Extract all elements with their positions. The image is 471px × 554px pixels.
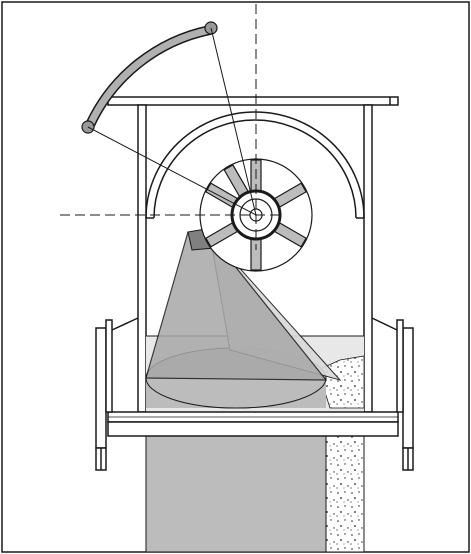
swing-arc (81, 21, 218, 134)
center-lines (60, 4, 282, 250)
spray-cone (145, 227, 342, 381)
base-beams (107, 411, 399, 437)
angle-lines (87, 27, 257, 216)
right-bracket (371, 317, 414, 471)
lower-column (145, 435, 365, 553)
left-bracket (95, 317, 139, 471)
